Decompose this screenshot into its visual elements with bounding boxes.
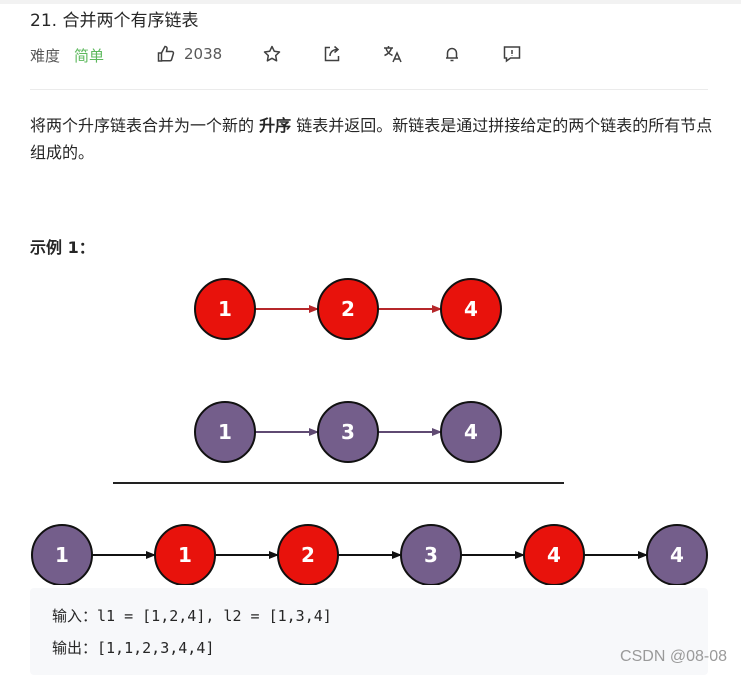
merged-node-value: 1: [55, 543, 69, 567]
thumbs-up-icon: [156, 44, 176, 64]
feedback-icon[interactable]: [502, 44, 522, 64]
list2-node: 4: [440, 401, 502, 463]
merged-node-value: 2: [301, 543, 315, 567]
list2-node-circle: [317, 401, 379, 463]
merged-node: 3: [400, 524, 462, 585]
merged-node-circle: [31, 524, 93, 585]
divider: [30, 89, 708, 90]
list2-node-value: 3: [341, 420, 355, 444]
list1-node: 4: [440, 278, 502, 340]
description-text-1: 将两个升序链表合并为一个新的: [30, 116, 260, 135]
watermark: CSDN @08-08: [620, 648, 727, 665]
star-icon[interactable]: [262, 44, 282, 64]
list1-node-value: 4: [464, 297, 478, 321]
list2-node: 1: [194, 401, 256, 463]
list1-node-circle: [194, 278, 256, 340]
list1-node-circle: [440, 278, 502, 340]
list2-node: 3: [317, 401, 379, 463]
merged-node-circle: [400, 524, 462, 585]
linked-list-diagram: 1 2 4 1 3 4 1 1 2 3 4 4: [31, 278, 708, 585]
list1-node-value: 2: [341, 297, 355, 321]
example-code-block: [30, 588, 708, 675]
list1-node: 1: [194, 278, 256, 340]
list2-node-value: 1: [218, 420, 232, 444]
merged-node: 1: [154, 524, 216, 585]
share-icon[interactable]: [322, 44, 342, 64]
merged-node-value: 1: [178, 543, 192, 567]
difficulty: 难度 简单: [30, 42, 104, 68]
bell-icon[interactable]: [442, 44, 462, 64]
example-heading: 示例 1：: [30, 238, 95, 257]
list1-node: 2: [317, 278, 379, 340]
problem-description: 将两个升序链表合并为一个新的 升序 链表并返回。新链表是通过拼接给定的两个链表的…: [30, 112, 720, 166]
merged-node-circle: [277, 524, 339, 585]
like-count: 2038: [184, 45, 223, 63]
merged-node: 4: [523, 524, 585, 585]
example-output: 输出：[1,1,2,3,4,4]: [52, 639, 215, 657]
example-input: 输入：l1 = [1,2,4], l2 = [1,3,4]: [52, 607, 332, 625]
merged-node-value: 4: [670, 543, 684, 567]
description-text-2: 链表并返回。新链表是通过拼接给定的两个链表的所有节点组成的。: [30, 116, 713, 162]
merged-node: 1: [31, 524, 93, 585]
merged-node-value: 3: [424, 543, 438, 567]
list1-node-value: 1: [218, 297, 232, 321]
merged-node: 2: [277, 524, 339, 585]
list2-node-circle: [440, 401, 502, 463]
list2-node-circle: [194, 401, 256, 463]
top-border: [0, 0, 741, 4]
merged-node-circle: [646, 524, 708, 585]
merged-node-circle: [523, 524, 585, 585]
like-button[interactable]: 2038: [156, 44, 222, 64]
problem-title: 21. 合并两个有序链表: [30, 11, 199, 31]
translate-icon[interactable]: [382, 44, 402, 64]
merged-node-value: 4: [547, 543, 561, 567]
description-bold: 升序: [259, 116, 292, 135]
difficulty-label: 难度: [30, 46, 61, 65]
merged-node: 4: [646, 524, 708, 585]
list1-node-circle: [317, 278, 379, 340]
merged-node-circle: [154, 524, 216, 585]
list2-node-value: 4: [464, 420, 478, 444]
difficulty-value: 简单: [74, 46, 105, 65]
